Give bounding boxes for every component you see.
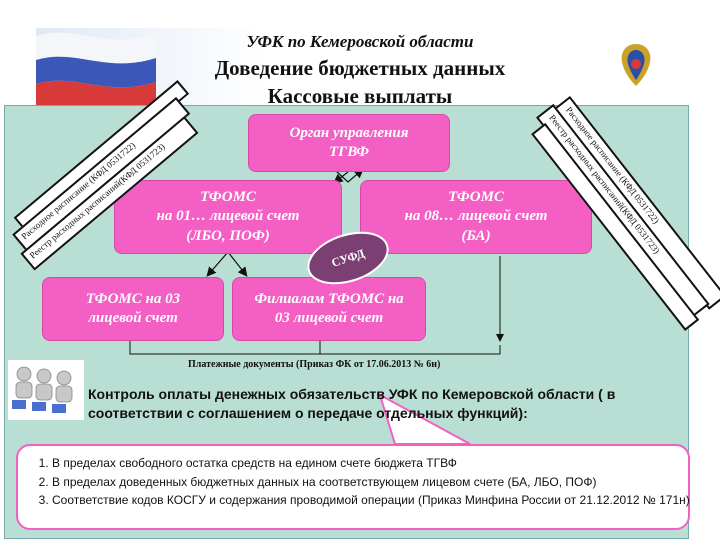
node-filial-line1: Филиалам ТФОМС на	[254, 290, 404, 307]
node-lbo-line2: на 01… лицевой счет	[156, 208, 300, 225]
node-tfoms-03: ТФОМС на 03 лицевой счет	[42, 277, 224, 341]
emblem-icon	[616, 40, 656, 90]
checks-callout: В пределах свободного остатка средств на…	[16, 444, 690, 530]
node-ba-line3: (БА)	[461, 227, 491, 244]
payment-docs-label: Платежные документы (Приказ ФК от 17.06.…	[188, 359, 441, 370]
node-filial-line2: 03 лицевой счет	[274, 310, 384, 326]
node-ba-line1: ТФОМС	[448, 188, 504, 205]
flag-image	[36, 28, 156, 106]
page-title: Доведение бюджетных данных	[214, 56, 506, 80]
node-lbo-line3: (ЛБО, ПОФ)	[186, 227, 270, 244]
node-org-line2: ТГВФ	[329, 144, 369, 160]
page-subtitle: Кассовые выплаты	[267, 84, 453, 108]
check-item: В пределах свободного остатка средств на…	[52, 454, 678, 473]
sufd-label: СУФД	[329, 245, 367, 270]
node-ba-line2: на 08… лицевой счет	[404, 208, 548, 225]
check-item: В пределах доведенных бюджетных данных н…	[52, 473, 678, 492]
node-tfoms03-line1: ТФОМС на 03	[85, 290, 181, 307]
node-org-line1: Орган управления	[289, 124, 409, 141]
node-tfoms03-line2: лицевой счет	[88, 310, 178, 326]
operators-icon	[8, 360, 84, 420]
node-organ-upravleniya: Орган управления ТГВФ	[248, 114, 450, 172]
control-text: Контроль оплаты денежных обязательств УФ…	[88, 386, 616, 421]
node-tfoms-01: ТФОМС на 01… лицевой счет (ЛБО, ПОФ)	[114, 180, 342, 254]
node-lbo-line1: ТФОМС	[200, 188, 256, 205]
node-tfoms-08: ТФОМС на 08… лицевой счет (БА)	[360, 180, 592, 254]
node-filial-tfoms: Филиалам ТФОМС на 03 лицевой счет	[232, 277, 426, 341]
checks-list: В пределах свободного остатка средств на…	[18, 446, 690, 510]
check-item: Соответствие кодов КОСГУ и содержания пр…	[52, 491, 690, 510]
org-title: УФК по Кемеровской области	[246, 32, 474, 51]
